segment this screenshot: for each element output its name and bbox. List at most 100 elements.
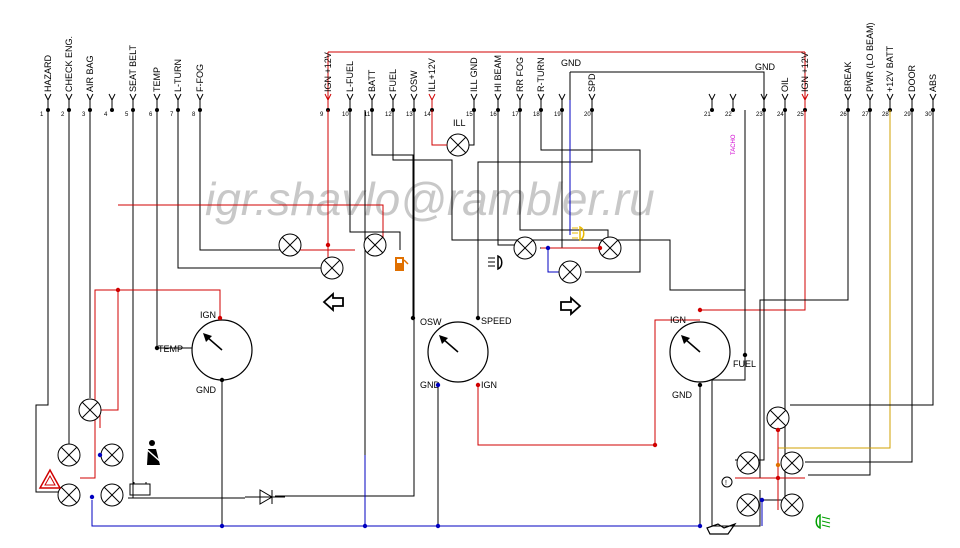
pin-connector-15 xyxy=(470,93,478,102)
temp-gauge-name-label: TEMP xyxy=(158,344,183,354)
rear-fog-icon xyxy=(572,225,585,242)
pin-label-29: DOOR xyxy=(907,64,917,92)
pin-connector-29 xyxy=(908,93,916,102)
pin-number-7: 7 xyxy=(170,112,174,118)
pin-connector-10 xyxy=(346,93,354,102)
pin-connector-21 xyxy=(708,93,716,102)
high-beam-icon xyxy=(488,254,503,271)
pin-dot-22 xyxy=(731,108,735,112)
pin-connector-19 xyxy=(558,93,566,102)
left-turn-icon xyxy=(322,291,344,313)
speed-gauge-ign-label: IGN xyxy=(481,380,497,390)
fuel-gauge-ign-label: IGN xyxy=(670,315,686,325)
temp-gauge-ign-label: IGN xyxy=(200,310,216,320)
gnd-top-label: GND xyxy=(561,58,582,68)
pin-label-7: L-TURN xyxy=(173,59,183,92)
pin-number-26: 26 xyxy=(840,112,847,118)
pin-connector-20 xyxy=(588,93,596,102)
pin-connector-1 xyxy=(44,93,52,102)
pin-label-10: L-FUEL xyxy=(345,61,355,92)
tacho-label: TACHO xyxy=(731,134,737,155)
low-beam-icon xyxy=(815,513,831,530)
pin-label-9: IGN +12V xyxy=(323,52,333,92)
seat-belt-lamp xyxy=(100,443,124,467)
ill-lamp xyxy=(446,133,470,157)
pin-number-1: 1 xyxy=(40,112,44,118)
pin-connector-28 xyxy=(886,93,894,102)
pin-number-16: 16 xyxy=(490,112,497,118)
pin-number-22: 22 xyxy=(725,112,732,118)
diode-icon xyxy=(245,489,285,505)
oil-can-icon xyxy=(706,522,737,535)
pin-number-5: 5 xyxy=(125,112,129,118)
pin-connector-5 xyxy=(129,93,137,102)
pin-connector-3 xyxy=(86,93,94,102)
brake-lamp xyxy=(736,451,760,475)
pin-connector-8 xyxy=(196,93,204,102)
pin-label-14: ILL+12V xyxy=(427,58,437,92)
pin-number-20: 20 xyxy=(584,112,591,118)
pin-connector-2 xyxy=(65,93,73,102)
pin-number-6: 6 xyxy=(149,112,153,118)
pin-label-27: PWR (LO BEAM) xyxy=(865,22,875,92)
svg-text:!: ! xyxy=(725,480,727,487)
fuel-gauge-name-label: FUEL xyxy=(733,359,756,369)
pin-connector-24 xyxy=(781,93,789,102)
watermark: igr.shavlo@rambler.ru xyxy=(205,173,655,225)
charge-lamp xyxy=(100,483,124,507)
pin-label-6: TEMP xyxy=(152,67,162,92)
pin-number-19: 19 xyxy=(554,112,561,118)
pin-number-8: 8 xyxy=(192,112,196,118)
turn-lamp-left xyxy=(278,233,302,257)
fuel-lamp xyxy=(320,256,344,280)
pin-number-13: 13 xyxy=(406,112,413,118)
pin-number-12: 12 xyxy=(385,112,392,118)
pin-connector-13 xyxy=(410,93,418,102)
pin-number-2: 2 xyxy=(61,112,65,118)
pin-number-25: 25 xyxy=(797,112,804,118)
pin-label-20: SPD xyxy=(587,73,597,92)
pin-label-1: HAZARD xyxy=(43,54,53,92)
pin-number-10: 10 xyxy=(342,112,349,118)
pin-connector-14 xyxy=(428,93,436,102)
pin-label-2: CHECK ENG. xyxy=(64,36,74,92)
rr-fog-lamp xyxy=(598,236,622,260)
pin-number-14: 14 xyxy=(424,112,431,118)
hazard-lamp xyxy=(57,483,81,507)
pin-number-9: 9 xyxy=(320,112,324,118)
pin-number-4: 4 xyxy=(104,112,108,118)
seatbelt-icon xyxy=(143,440,163,465)
pin-number-17: 17 xyxy=(512,112,519,118)
pin-connector-16 xyxy=(494,93,502,102)
pin-connector-7 xyxy=(174,93,182,102)
temp-gauge xyxy=(191,319,253,381)
pin-connector-12 xyxy=(389,93,397,102)
pin-connector-18 xyxy=(537,93,545,102)
pin-number-3: 3 xyxy=(82,112,86,118)
batt-lamp xyxy=(363,233,387,257)
pin-number-29: 29 xyxy=(904,112,911,118)
pin-number-24: 24 xyxy=(777,112,784,118)
turn-lamp-right xyxy=(558,260,582,284)
fuel-gauge xyxy=(669,321,731,383)
pin-number-21: 21 xyxy=(704,112,711,118)
temp-gauge-gnd-label: GND xyxy=(196,385,217,395)
pin-connector-26 xyxy=(844,93,852,102)
air-bag-lamp xyxy=(78,398,102,422)
speed-gauge xyxy=(427,321,489,383)
pin-number-27: 27 xyxy=(862,112,869,118)
pin-label-28: +12V BATT xyxy=(885,45,895,92)
pin-label-11: BATT xyxy=(367,69,377,92)
pin-label-26: BREAK xyxy=(843,61,853,92)
pin-connector-30 xyxy=(929,93,937,102)
pin-number-28: 28 xyxy=(882,112,889,118)
pin-number-23: 23 xyxy=(756,112,763,118)
pin-number-30: 30 xyxy=(925,112,932,118)
pin-label-25: IGN +12V xyxy=(800,52,810,92)
hi-beam-lamp xyxy=(513,236,537,260)
pin-number-11: 11 xyxy=(364,112,371,118)
pin-connector-27 xyxy=(866,93,874,102)
fuel-gauge-gnd-label: GND xyxy=(672,390,693,400)
speed-gauge-gnd-label: GND xyxy=(420,380,441,390)
